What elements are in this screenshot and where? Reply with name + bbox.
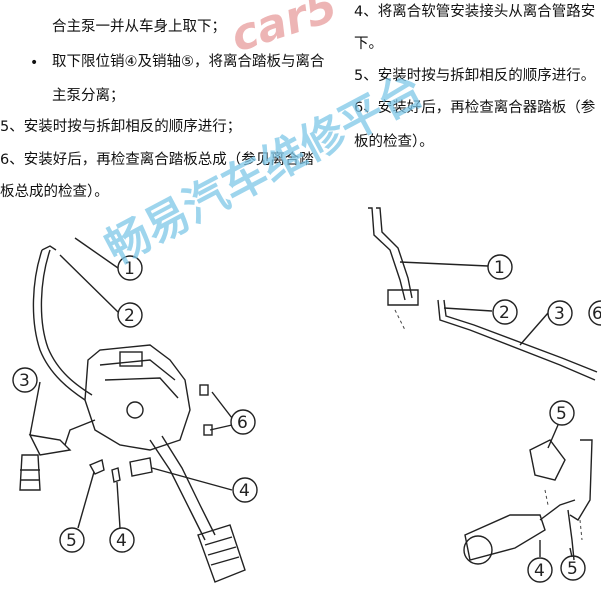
pedal-arm [149, 439, 206, 541]
right-text-line: 4、将离合软管安装接头从离合管路安 [354, 4, 596, 20]
slave-cylinder [464, 514, 546, 561]
left-text-line: 6、安装好后，再检查离合踏板总成（参见离合踏 [0, 152, 314, 168]
right-text-line: 5、安装时按与拆卸相反的顺序进行。 [354, 68, 596, 84]
pedal-pad [197, 524, 246, 583]
left-text-line: 取下限位销④及销轴⑤，将离合踏板与离合 [52, 54, 325, 70]
callout-left-4a: 4 [116, 531, 127, 551]
pump-fitting [19, 454, 41, 491]
right-text-line: 下。 [354, 36, 383, 52]
bullet-marker: • [30, 55, 39, 71]
callout-right-4: 4 [534, 561, 545, 581]
left-text-line: 主泵分离； [52, 88, 125, 104]
left-text-line: 5、安装时按与拆卸相反的顺序进行； [0, 119, 242, 135]
clutch-hose [32, 249, 86, 401]
callout-left-2: 2 [124, 306, 135, 326]
clutch-tube [437, 299, 596, 381]
right-text-line: 6、安装好后，再检查离合器踏板（参 [354, 100, 596, 116]
callout-left-3: 3 [19, 371, 30, 391]
callout-left-5: 5 [66, 531, 77, 551]
callout-left-6: 6 [237, 413, 248, 433]
callout-right-3: 3 [554, 304, 565, 324]
callout-right-6: 6 [592, 304, 601, 324]
callout-left-4b: 4 [239, 481, 250, 501]
left-text-line: 板总成的检查）。 [0, 184, 109, 200]
callout-right-5b: 5 [567, 559, 578, 579]
hose-fitting [368, 207, 406, 301]
callout-right-5a: 5 [556, 404, 567, 424]
callout-left-1: 1 [124, 259, 135, 279]
pedal-bracket [84, 344, 191, 451]
callout-right-2: 2 [499, 303, 510, 323]
left-text-line: 合主泵一并从车身上取下； [52, 19, 226, 35]
right-text-line: 板的检查）。 [354, 134, 434, 150]
callout-right-1: 1 [494, 258, 505, 278]
